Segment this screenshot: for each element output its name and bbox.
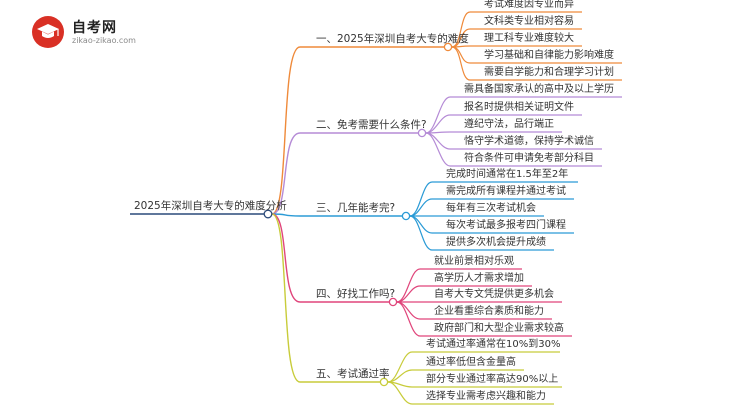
connector-branch-1-leaf-5 [451, 46, 471, 81]
connector-branch-2-leaf-1 [425, 96, 451, 134]
connector-branch-3-leaf-4 [409, 215, 433, 234]
root-node-label: 2025年深圳自考大专的难度分析 [134, 200, 287, 212]
branch-node-dot-5 [379, 377, 389, 387]
leaf-label-1-5: 需要自学能力和合理学习计划 [484, 67, 614, 78]
connector-branch-5-leaf-4 [387, 381, 413, 405]
leaf-label-4-5: 政府部门和大型企业需求较高 [434, 323, 564, 334]
branch-node-dot-1 [443, 42, 453, 52]
branch-label-4: 四、好找工作吗? [316, 288, 396, 300]
connector-branch-3-leaf-1 [409, 181, 433, 217]
leaf-label-2-1: 需具备国家承认的高中及以上学历 [464, 84, 614, 95]
leaf-label-2-3: 遵纪守法，品行端正 [464, 119, 554, 130]
leaf-label-2-5: 符合条件可申请免考部分科目 [464, 153, 594, 164]
branch-label-5: 五、考试通过率 [316, 368, 390, 380]
leaf-label-4-3: 自考大专文凭提供更多机会 [434, 289, 554, 300]
connector-branch-2-leaf-4 [425, 132, 451, 150]
leaf-label-4-1: 就业前景相对乐观 [434, 256, 514, 267]
connector-branch-1-leaf-4 [451, 46, 471, 64]
connector-branch-4-leaf-1 [396, 268, 421, 303]
leaf-label-3-2: 需完成所有课程并通过考试 [446, 186, 566, 197]
connector-branch-5-leaf-1 [387, 351, 413, 383]
connector-branch-4-leaf-2 [396, 285, 421, 303]
connector-branch-4-leaf-5 [396, 301, 421, 337]
branch-label-2: 二、免考需要什么条件? [316, 119, 427, 131]
branch-label-1: 一、2025年深圳自考大专的难度 [316, 33, 469, 45]
connector-branch-2-leaf-5 [425, 132, 451, 167]
connector-branch-1-leaf-1 [451, 11, 471, 48]
leaf-label-3-4: 每次考试最多报考四门课程 [446, 220, 566, 231]
leaf-label-4-2: 高学历人才需求增加 [434, 273, 524, 284]
connector-branch-4-leaf-4 [396, 301, 421, 320]
connector-root-branch-2 [271, 132, 301, 215]
connector-branch-2-leaf-2 [425, 114, 451, 134]
connector-root-branch-1 [271, 46, 301, 215]
branch-node-dot-3 [401, 211, 411, 221]
leaf-label-2-2: 报名时提供相关证明文件 [464, 102, 574, 113]
graduation-cap-icon [32, 16, 64, 48]
site-domain: zikao-zikao.com [72, 36, 136, 45]
leaf-label-3-3: 每年有三次考试机会 [446, 203, 536, 214]
leaf-label-3-5: 提供多次机会提升成绩 [446, 237, 546, 248]
leaf-label-4-4: 企业看重综合素质和能力 [434, 306, 544, 317]
connector-branch-3-leaf-5 [409, 215, 433, 251]
branch-label-3: 三、几年能考完? [316, 202, 396, 214]
site-name: 自考网 [72, 20, 117, 36]
branch-node-dot-4 [388, 297, 398, 307]
connector-branch-3-leaf-2 [409, 198, 433, 217]
root-node-dot [263, 209, 273, 219]
connector-root-branch-3 [271, 213, 301, 217]
site-logo[interactable]: 自考网 zikao-zikao.com [32, 14, 192, 50]
leaf-label-5-1: 考试通过率通常在10%到30% [426, 339, 561, 350]
connector-root-branch-4 [271, 213, 301, 303]
leaf-label-2-4: 恪守学术道德，保持学术诚信 [464, 136, 594, 147]
leaf-label-1-1: 考试难度因专业而异 [484, 0, 574, 10]
leaf-label-5-2: 通过率低但含金量高 [426, 357, 516, 368]
branch-node-dot-2 [417, 128, 427, 138]
leaf-label-1-3: 理工科专业难度较大 [484, 33, 574, 44]
leaf-label-1-4: 学习基础和自律能力影响难度 [484, 50, 614, 61]
leaf-label-5-4: 选择专业需考虑兴趣和能力 [426, 391, 546, 402]
leaf-label-1-2: 文科类专业相对容易 [484, 16, 574, 27]
leaf-label-5-3: 部分专业通过率高达90%以上 [426, 374, 559, 385]
leaf-label-3-1: 完成时间通常在1.5年至2年 [446, 169, 569, 180]
connector-root-branch-5 [271, 213, 301, 383]
